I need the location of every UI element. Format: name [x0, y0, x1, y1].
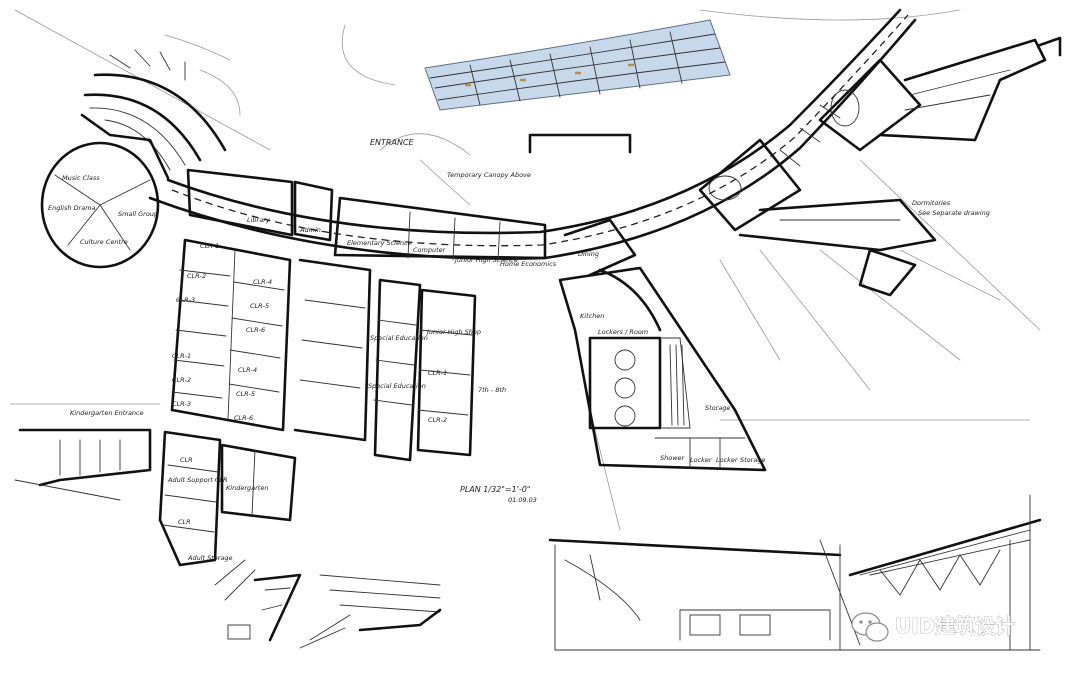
room-labels: ENTRANCE Temporary Canopy Above Library … — [48, 138, 990, 562]
label-home-economics: Home Economics — [500, 260, 557, 268]
gym-block — [558, 266, 767, 472]
round-wing — [40, 49, 227, 269]
label-kitchen: Kitchen — [580, 312, 604, 320]
wechat-bubble-icon — [851, 612, 889, 642]
label-elementary-science: Elementary Science — [347, 239, 412, 247]
dormitory-wings — [698, 36, 1062, 297]
label-adult-support: Adult Support CLR — [167, 476, 228, 484]
label-canopy: Temporary Canopy Above — [447, 171, 531, 179]
label-culture: Culture Centre — [80, 238, 128, 246]
label-clr5b: CLR-5 — [236, 390, 255, 398]
label-dining: Dining — [578, 250, 599, 258]
label-locker: Locker — [690, 456, 713, 464]
label-storage: Storage — [705, 404, 730, 412]
label-clr4: CLR-4 — [253, 278, 272, 286]
plan-title: PLAN 1/32"=1'-0" — [460, 485, 531, 494]
watermark-text: UID建筑设计 — [895, 614, 1015, 638]
label-kindergarten-entrance: Kindergarten Entrance — [70, 409, 144, 417]
kindergarten-entrance — [14, 428, 152, 501]
label-dormitories: Dormitories — [912, 199, 951, 207]
label-clr3b: CLR-3 — [172, 400, 191, 408]
label-music: Music Class — [62, 174, 100, 182]
central-wing — [293, 258, 477, 462]
label-clr1b: CLR-1 — [172, 352, 191, 360]
watermark: UID建筑设计 — [851, 612, 1016, 642]
label-locker2: Locker — [716, 456, 739, 464]
label-admin: Admin. — [299, 226, 323, 234]
label-locker-room: Lockers / Room — [598, 328, 648, 336]
label-jh-clr2: CLR-2 — [428, 416, 447, 424]
label-special-ed-1: Special Education — [370, 334, 428, 342]
label-special-ed-2: Special Education — [368, 382, 426, 390]
detail-sketches — [214, 559, 442, 649]
label-computer: Computer — [413, 246, 447, 254]
label-clr6b: CLR-6 — [234, 414, 253, 422]
label-junior-high-shop: Junior High Shop — [425, 328, 481, 336]
label-small-group: Small Group — [118, 210, 158, 218]
label-library: Library — [247, 216, 270, 224]
label-clr2: CLR-2 — [187, 272, 206, 280]
label-storage2: Storage — [740, 456, 765, 464]
label-clr5: CLR-5 — [250, 302, 269, 310]
label-entrance: ENTRANCE — [370, 138, 415, 147]
label-seventh-eighth: 7th - 8th — [478, 386, 506, 394]
label-clr1: CLR-1 — [200, 242, 219, 250]
label-clr4b: CLR-4 — [238, 366, 257, 374]
label-clr3: CLR-3 — [176, 296, 195, 304]
label-shower: Shower — [660, 454, 686, 462]
label-dorm-note: See Separate drawing — [918, 209, 990, 217]
label-kindergarten: Kindergarten — [226, 484, 268, 492]
label-junior-high-science: Junior High Science — [453, 256, 518, 264]
label-clr6: CLR-6 — [246, 326, 265, 334]
label-clr-lower: CLR — [178, 518, 191, 526]
label-jh-clr1: CLR-1 — [428, 369, 447, 377]
label-kinder-storage: Adult Storage — [187, 554, 233, 562]
glazed-canopy — [424, 19, 731, 154]
title-block: PLAN 1/32"=1'-0" 01.09.03 — [460, 485, 537, 504]
north-rooms — [186, 168, 637, 277]
plan-date: 01.09.03 — [508, 496, 537, 504]
label-clr: CLR — [180, 456, 193, 464]
label-english: English Drama — [48, 204, 96, 212]
clr-wing — [158, 238, 297, 567]
label-clr2b: CLR-2 — [172, 376, 191, 384]
